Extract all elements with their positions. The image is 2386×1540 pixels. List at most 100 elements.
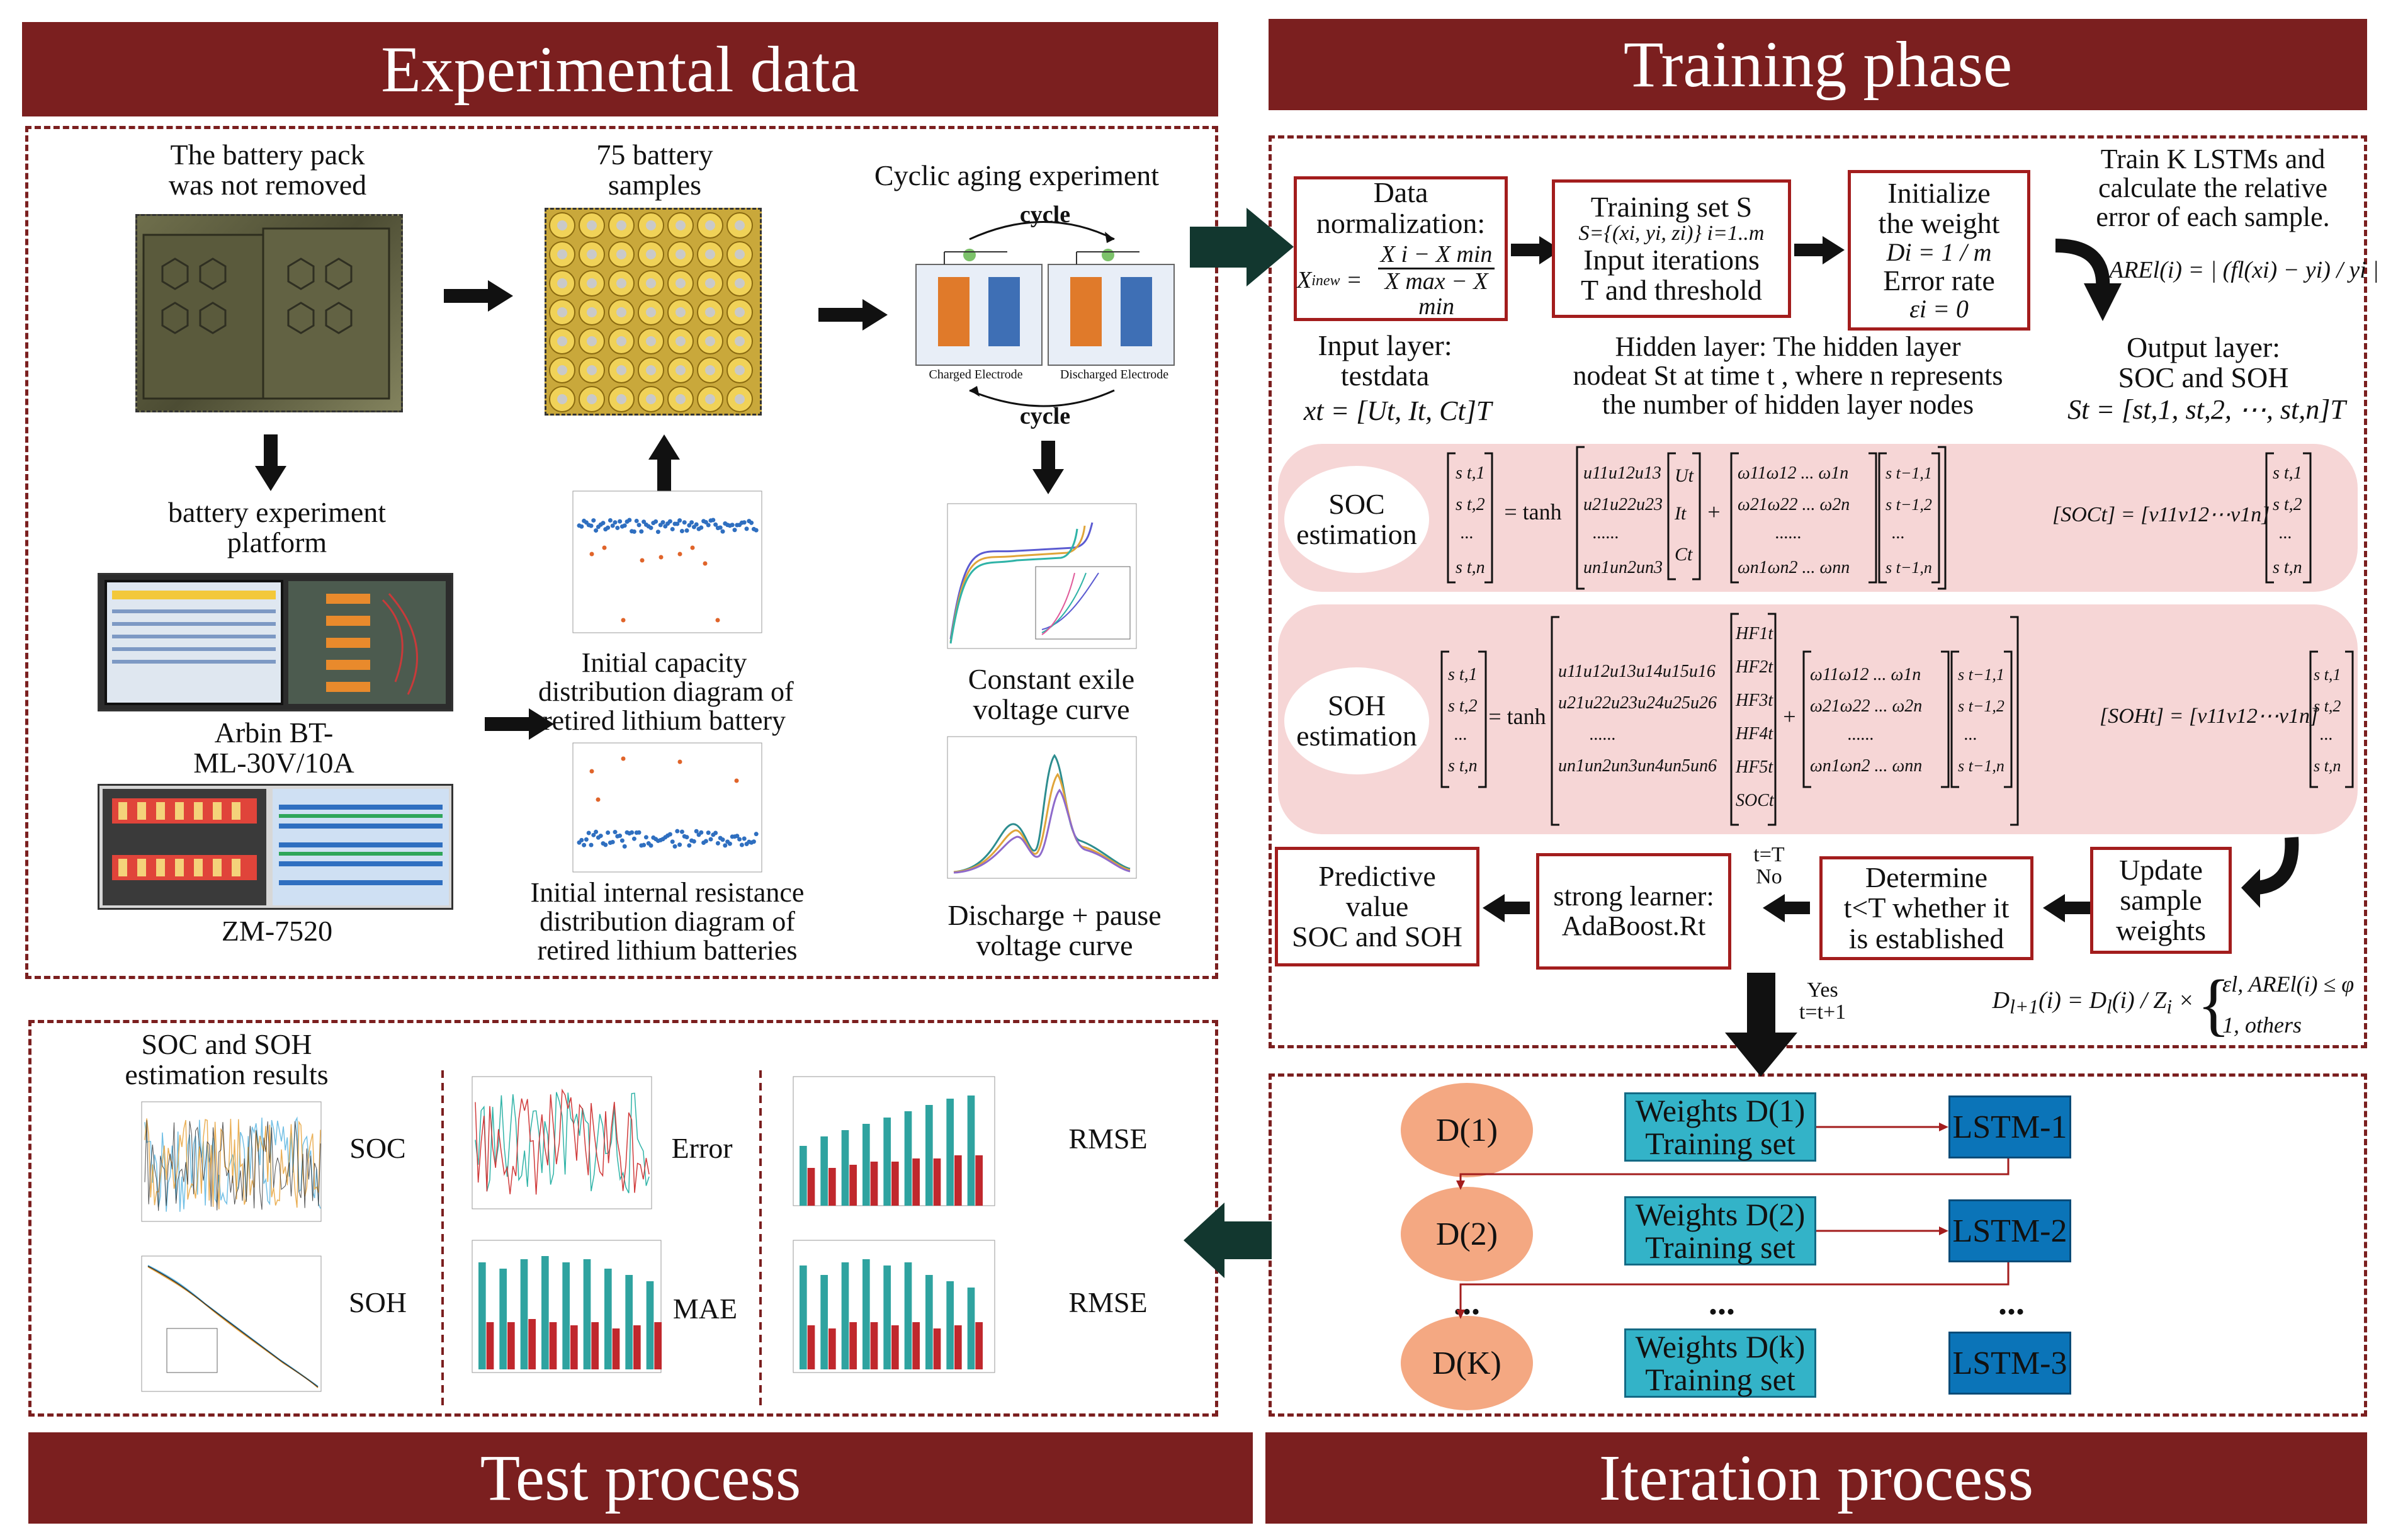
resistance-point bbox=[708, 837, 713, 842]
capacity-outlier bbox=[659, 555, 664, 560]
weights-d1-label: Weights D(1) bbox=[1635, 1092, 1806, 1128]
arrow-samples-to-cyclic bbox=[818, 299, 888, 331]
resistance-point bbox=[622, 844, 627, 849]
soc-x-bracket-left bbox=[1667, 452, 1676, 580]
resistance-point bbox=[742, 836, 747, 841]
battery-cell-terminal bbox=[705, 249, 715, 259]
capacity-point bbox=[648, 525, 653, 530]
battery-cell-terminal bbox=[557, 249, 567, 259]
normalization-equals: = bbox=[1340, 267, 1369, 294]
soh-output-formula: [SOHt] = [v11v12⋯v1n] bbox=[2100, 705, 2319, 728]
battery-pack-drawing bbox=[142, 227, 390, 400]
resistance-point bbox=[579, 837, 584, 842]
cycle-top-label: cycle bbox=[1019, 201, 1071, 228]
capacity-point bbox=[615, 525, 620, 530]
are-formula: AREl(i) = | (fl(xi) − yi) / yi | bbox=[2109, 257, 2379, 283]
training-set-k-label: Training set bbox=[1645, 1362, 1795, 1397]
resistance-point bbox=[606, 830, 611, 835]
bar-lstm bbox=[883, 1265, 891, 1369]
battery-cell-terminal bbox=[646, 365, 656, 375]
capacity-point bbox=[594, 528, 599, 533]
training-set-formula: S={(xi, yi, zi)} i=1..m bbox=[1578, 222, 1765, 245]
battery-cell-terminal bbox=[646, 307, 656, 317]
resistance-point bbox=[594, 829, 599, 834]
battery-cell-terminal bbox=[587, 278, 597, 288]
capacity-point bbox=[608, 518, 613, 523]
header-test-process: Test process bbox=[28, 1432, 1253, 1524]
initialize-eps-formula: εi = 0 bbox=[1909, 294, 1969, 323]
bar-lstm bbox=[820, 1275, 828, 1369]
t-increment-label: t=t+1 bbox=[1799, 1000, 1846, 1024]
resistance-point bbox=[694, 829, 699, 834]
initialize-error-label: Error rate bbox=[1883, 264, 1995, 297]
soc-series-line bbox=[144, 1120, 321, 1211]
soc-output-formula: [SOCt] = [v11v12⋯v1n] bbox=[2052, 503, 2270, 526]
battery-cell-terminal bbox=[705, 220, 715, 230]
capacity-point bbox=[610, 523, 615, 528]
d1-label: D(1) bbox=[1435, 1112, 1498, 1148]
capacity-point bbox=[655, 529, 660, 535]
resistance-point bbox=[631, 836, 636, 841]
bar-adaboost bbox=[807, 1325, 815, 1369]
training-set-title: Training set S bbox=[1590, 190, 1753, 223]
bar-lstm bbox=[862, 1259, 870, 1369]
d-update-brace: { bbox=[2197, 966, 2231, 1043]
soc-prev1: s t−1,1 bbox=[1886, 464, 1932, 482]
resistance-point bbox=[737, 837, 742, 842]
bar-adaboost bbox=[849, 1322, 857, 1369]
cycle-bottom-label: cycle bbox=[1019, 403, 1071, 429]
soh-prev-bracket-right bbox=[2004, 650, 2013, 788]
capacity-point bbox=[653, 519, 659, 524]
bar-lstm bbox=[946, 1099, 954, 1206]
capacity-point bbox=[634, 518, 639, 523]
capacity-point bbox=[631, 529, 636, 534]
bar-lstm bbox=[499, 1269, 507, 1369]
dots-middle: ... bbox=[1709, 1283, 1735, 1322]
resistance-point bbox=[643, 835, 648, 840]
test-divider-2 bbox=[759, 1070, 762, 1410]
resistance-point bbox=[703, 839, 708, 844]
capacity-point bbox=[667, 519, 672, 524]
battery-cell-terminal bbox=[705, 365, 715, 375]
capacity-point bbox=[677, 518, 682, 523]
initialize-d-formula: Di = 1 / m bbox=[1886, 237, 1992, 266]
resistance-point bbox=[754, 832, 759, 837]
soh-u-row2: u21u22u23u24u25u26 bbox=[1558, 693, 1717, 713]
battery-pack-photo bbox=[135, 214, 403, 412]
capacity-point bbox=[711, 518, 716, 523]
resistance-point bbox=[667, 832, 672, 837]
soh-estimation-band bbox=[1278, 604, 2358, 834]
battery-cells-drawing bbox=[549, 212, 753, 412]
battery-cell-terminal bbox=[616, 394, 626, 404]
weights-d2-label: Weights D(2) bbox=[1635, 1196, 1806, 1232]
battery-cell-terminal bbox=[735, 336, 745, 346]
battery-cell-terminal bbox=[676, 365, 686, 375]
arrow-strong-to-predictive bbox=[1483, 894, 1530, 922]
soc-x-bracket-right bbox=[1692, 452, 1701, 580]
capacity-point bbox=[754, 528, 759, 533]
soh-s1: s t,1 bbox=[1448, 665, 1478, 684]
battery-cell-terminal bbox=[616, 220, 626, 230]
soh-u-bracket-right bbox=[2010, 616, 2019, 826]
capacity-point bbox=[589, 523, 594, 528]
battery-cell-terminal bbox=[557, 220, 567, 230]
resistance-point bbox=[751, 839, 756, 844]
arrow-determine-to-strong bbox=[1763, 894, 1810, 922]
bar-adaboost bbox=[828, 1328, 836, 1369]
soh-u-bracket-left bbox=[1551, 616, 1559, 826]
capacity-point bbox=[613, 520, 618, 525]
bar-adaboost bbox=[912, 1158, 920, 1206]
resistance-point bbox=[586, 830, 591, 835]
soc-ut: Ut bbox=[1675, 465, 1694, 486]
capacity-point bbox=[660, 520, 665, 525]
battery-cell-terminal bbox=[735, 307, 745, 317]
soc-out-bracket-left bbox=[2265, 452, 2274, 584]
battery-cell-terminal bbox=[616, 278, 626, 288]
rmse-label-2: RMSE bbox=[1068, 1286, 1148, 1318]
battery-cell-terminal bbox=[587, 249, 597, 259]
bar-adaboost bbox=[528, 1319, 536, 1369]
capacity-point bbox=[622, 523, 627, 528]
soc-result-chart bbox=[141, 1101, 322, 1222]
battery-cell-terminal bbox=[676, 278, 686, 288]
mae-label: MAE bbox=[672, 1293, 738, 1325]
